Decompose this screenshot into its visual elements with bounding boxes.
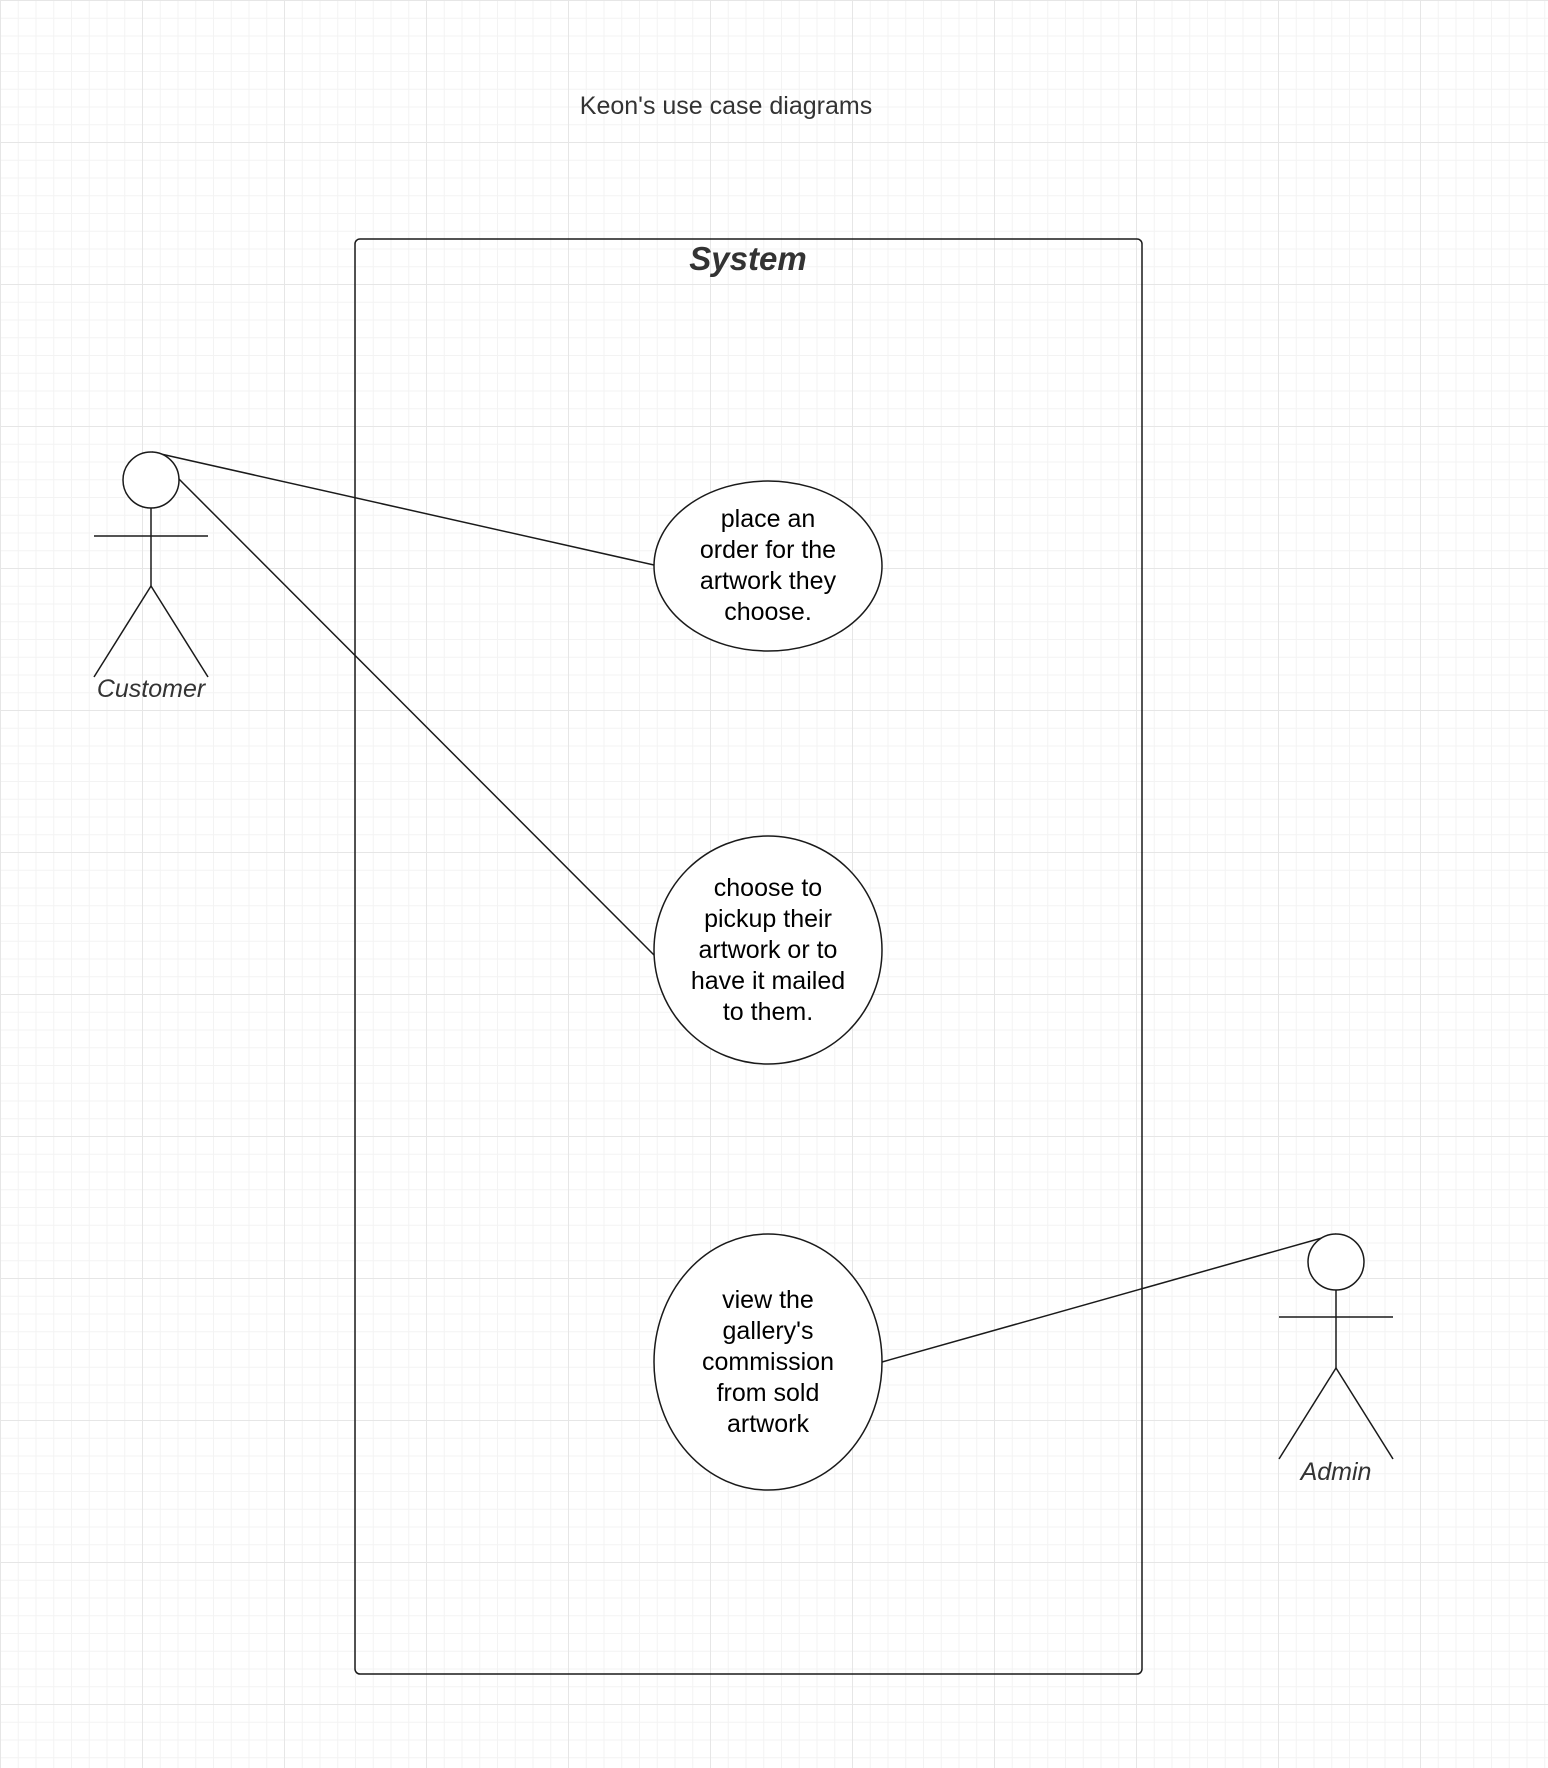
actor-customer-figure[interactable] <box>93 451 209 678</box>
actor-head <box>1307 1233 1365 1291</box>
use-case-choose-pickup-label: choose to pickup their artwork or to hav… <box>690 873 846 1026</box>
use-case-choose-pickup[interactable] <box>653 835 883 1065</box>
actor-right-leg <box>1335 1367 1394 1460</box>
actor-left-leg <box>93 585 152 678</box>
association-customer-place-order <box>151 451 655 566</box>
use-case-view-commission-label: view the gallery's commission from sold … <box>702 1285 834 1438</box>
actor-customer-label: Customer <box>96 675 206 703</box>
system-label: System <box>689 240 807 277</box>
actor-head <box>122 451 180 509</box>
use-case-view-commission[interactable] <box>653 1233 883 1491</box>
system-boundary <box>354 238 1143 1675</box>
use-case-place-order[interactable] <box>653 480 883 652</box>
diagram-title: Keon's use case diagrams <box>579 92 873 120</box>
actor-right-leg <box>150 585 209 678</box>
actor-left-leg <box>1278 1367 1337 1460</box>
association-customer-choose-pickup <box>151 451 655 956</box>
association-admin-view-commission <box>881 1233 1337 1363</box>
use-case-place-order-label: place an order for the artwork they choo… <box>699 505 837 626</box>
actor-admin-label: Admin <box>1300 1458 1372 1486</box>
actor-admin-figure[interactable] <box>1278 1233 1394 1460</box>
